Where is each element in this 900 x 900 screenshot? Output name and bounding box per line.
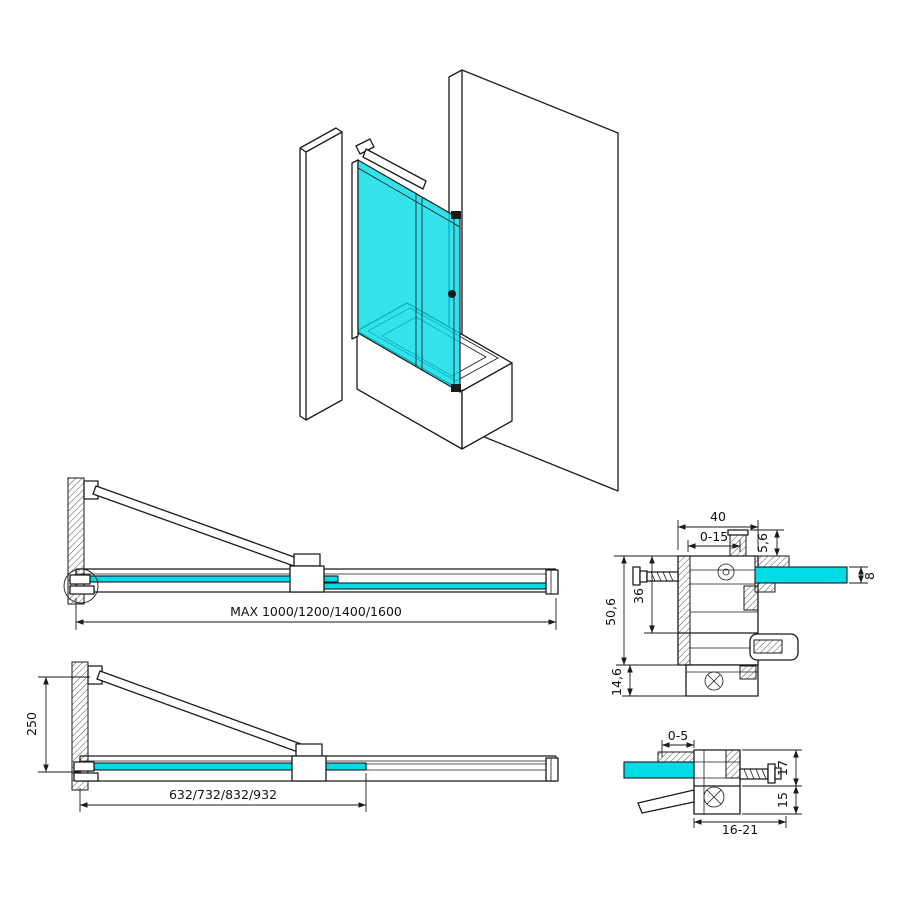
glass-clamp-lower <box>754 582 776 593</box>
arm-rail-clamp-2 <box>295 743 323 757</box>
rail-bracket-2 <box>291 755 327 782</box>
foot-14-6-label: 14,6 <box>609 668 624 696</box>
depth-16-21-label: 16-21 <box>722 822 758 837</box>
glass-8-label: 8 <box>862 572 877 580</box>
gap-0-5-label: 0-5 <box>668 728 688 743</box>
end-foot-screw <box>703 786 725 808</box>
lower-15-label: 15 <box>775 792 790 808</box>
end-screw <box>739 763 782 784</box>
top-roller <box>451 211 461 219</box>
end-profile <box>545 569 559 595</box>
wall-mount-lower <box>69 585 95 595</box>
wall-mount-lower-2 <box>73 772 99 782</box>
glass-width-label: 632/732/832/932 <box>169 787 277 802</box>
wall-profile-strip <box>351 159 359 340</box>
detail-callout-circle <box>63 568 99 604</box>
adjust-0-15-label: 0-15 <box>700 529 728 544</box>
height-50-6-label: 50,6 <box>603 598 618 626</box>
detail-end-profile: 0-5 17 15 16-21 <box>623 728 802 837</box>
plan-view-glass-width: 250 632/732/832/932 <box>24 661 559 812</box>
screw-5-6-label: 5,6 <box>755 533 770 553</box>
glass-clamp-upper <box>754 555 790 568</box>
wall-screw <box>632 566 679 586</box>
upper-17-label: 17 <box>775 760 790 776</box>
end-profile-2 <box>545 757 559 782</box>
adjust-screw-thread <box>729 534 747 557</box>
glass-screen <box>351 159 461 393</box>
glass-section <box>754 566 848 584</box>
glass-panel-sliding <box>297 582 547 590</box>
dimension-glass-width: 632/732/832/932 <box>79 773 367 812</box>
support-arm-2 <box>96 670 313 757</box>
arm-rail-clamp <box>293 553 321 567</box>
detail-wall-profile: 40 0-15 5,6 <box>603 509 877 697</box>
bottom-clamp-piece <box>749 633 799 661</box>
wall-mount-upper-2 <box>73 761 95 772</box>
support-arm <box>92 485 309 571</box>
foot-screw <box>704 671 724 691</box>
door-handle <box>448 290 456 298</box>
left-wall <box>299 127 343 421</box>
width-40-label: 40 <box>710 509 726 524</box>
roller <box>717 563 735 581</box>
profile-foot <box>685 664 759 697</box>
end-foot <box>637 789 695 814</box>
adjust-screw-head <box>727 529 749 536</box>
max-width-label: MAX 1000/1200/1400/1600 <box>230 604 402 619</box>
rail-bracket <box>289 565 325 593</box>
wall-mount-upper <box>69 574 91 585</box>
plan-view-max-width: MAX 1000/1200/1400/1600 <box>63 477 559 630</box>
dimension-wall-offset: 250 <box>24 676 90 773</box>
bottom-guide <box>451 384 461 392</box>
end-glass-section <box>623 761 695 779</box>
height-36-label: 36 <box>631 588 646 604</box>
end-glass-clamp <box>657 751 695 763</box>
support-bar <box>355 138 427 190</box>
isometric-view <box>299 69 619 492</box>
dimension-max-width: MAX 1000/1200/1400/1600 <box>75 598 557 630</box>
offset-label: 250 <box>24 712 39 736</box>
